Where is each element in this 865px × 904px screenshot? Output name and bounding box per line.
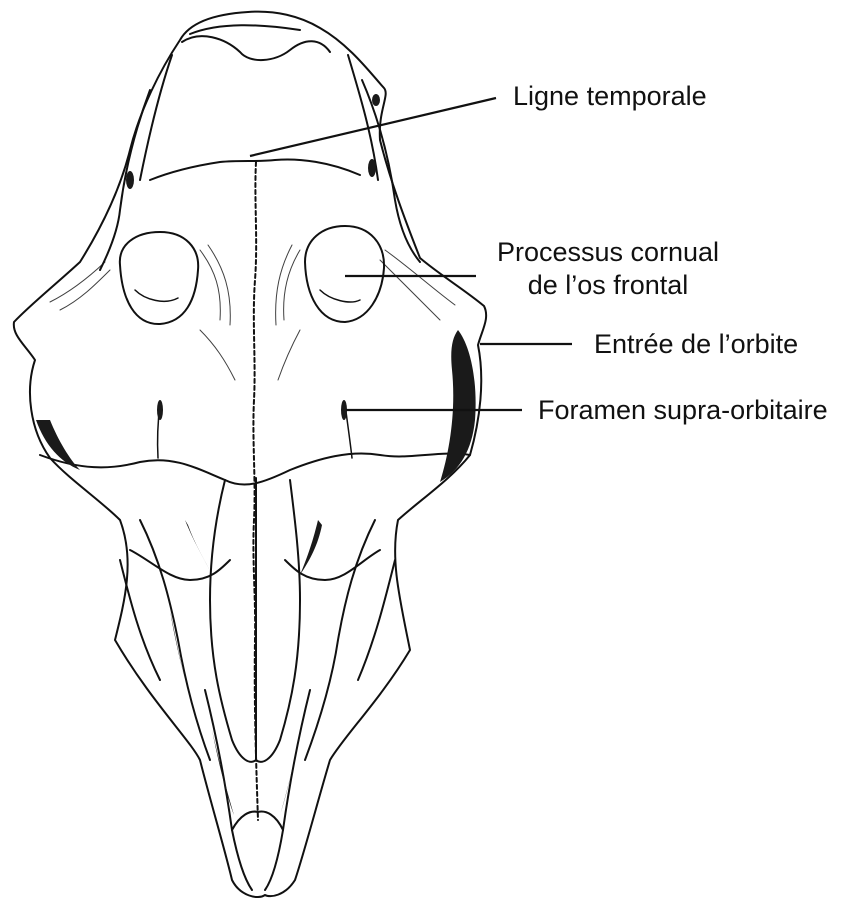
skull-outline	[14, 12, 486, 897]
label-foramen: Foramen supra-orbitaire	[538, 394, 828, 426]
right-horn-process	[305, 226, 384, 322]
label-processus-line2: de l’os frontal	[488, 269, 728, 302]
label-entree-orbite: Entrée de l’orbite	[594, 328, 798, 360]
left-horn-process	[120, 232, 198, 324]
label-ligne-temporale: Ligne temporale	[513, 80, 707, 112]
label-processus-line1: Processus cornual	[488, 236, 728, 269]
label-processus-cornual: Processus cornual de l’os frontal	[488, 236, 728, 302]
